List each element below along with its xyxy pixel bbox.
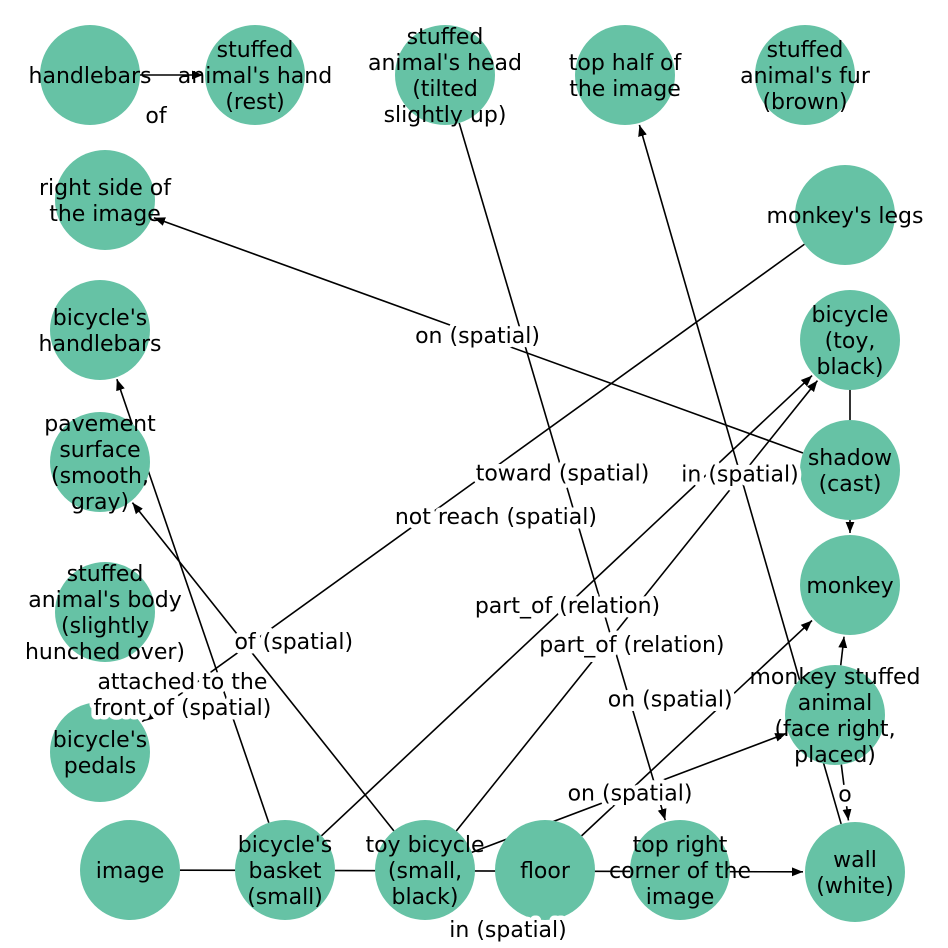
node-rightside[interactable] [55,150,155,250]
edge-label: part_of (relation) [539,633,724,658]
edge-shadow-to-rightside [153,216,804,454]
edge-legs-to-pedals [141,243,805,723]
edge-label: on (spatial) [608,687,733,712]
edge-labels: toward (spatial) on (spatial) not reach (s… [89,100,856,948]
node-label: bicycle(toy,black) [812,303,889,380]
edge-msa-to-wall [840,764,852,821]
node-label: toy bicycle(small,black) [365,833,484,910]
edge-head-to-corner [458,122,667,821]
node-image[interactable] [80,820,180,920]
edge-label: on (spatial) [415,324,540,349]
node-legs[interactable] [795,165,895,265]
node-label: monkey's legs [767,204,924,229]
node-tophalf[interactable] [575,25,675,125]
edge-label: o [838,783,851,808]
edge-toybike-to-bicycle [455,380,819,832]
edges [116,70,855,877]
node-pedals[interactable] [50,702,150,802]
node-head[interactable] [395,25,495,125]
edge-label: not reach (spatial) [395,505,597,530]
node-label: wall(white) [816,848,893,899]
node-bicycle[interactable] [800,290,900,390]
node-hand[interactable] [205,25,305,125]
node-label: floor [520,859,571,884]
nodes [40,25,905,922]
edge-label: in (spatial) [449,918,566,943]
edge-label: of [145,104,167,129]
node-bhandlebars[interactable] [50,280,150,380]
node-label: shadow(cast) [808,446,892,497]
node-monkey[interactable] [800,535,900,635]
node-label: image [96,859,165,884]
edge-toybike-to-pavement [131,502,395,832]
edge-floor-to-monkey [580,619,813,837]
edge-label: part_of (relation) [475,594,660,619]
edge-msa-to-monkey [838,636,848,666]
node-basket[interactable] [235,820,335,920]
edge-label: in (spatial) [681,463,798,488]
node-floor[interactable] [495,820,595,920]
node-label: monkey [806,574,893,599]
edge-label: on (spatial) [568,782,693,807]
node-handlebars[interactable] [40,25,140,125]
node-toybike[interactable] [375,820,475,920]
node-wall[interactable] [805,822,905,922]
edge-label: of (spatial) [234,630,353,655]
node-shadow[interactable] [800,420,900,520]
node-fur[interactable] [755,25,855,125]
node-msa[interactable] [785,665,885,765]
edge-label: toward (spatial) [476,462,650,487]
node-corner[interactable] [630,820,730,920]
node-label: handlebars [29,64,152,89]
node-body[interactable] [55,562,155,662]
node-pavement[interactable] [50,412,150,512]
edge-basket-to-bicycle [320,374,813,837]
